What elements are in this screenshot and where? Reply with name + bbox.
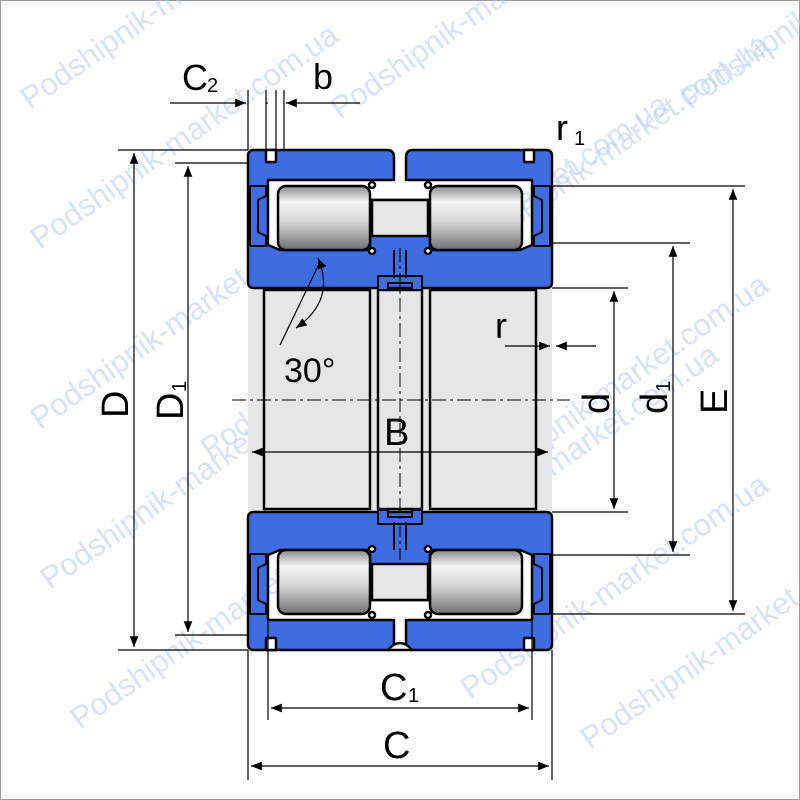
seal-top-right [533, 185, 551, 247]
watermark-text: Podshipnik-market.com.ua [324, 0, 645, 126]
label-r1-sub: 1 [574, 128, 585, 150]
label-d1: d [634, 393, 676, 414]
roller-top-left [276, 184, 372, 252]
seal-bottom-right [533, 553, 551, 615]
label-c2: C [182, 57, 208, 98]
roller-top-right [428, 184, 524, 252]
label-d1-sub: 1 [653, 381, 675, 392]
notch [522, 148, 536, 164]
label-r: r [495, 305, 507, 346]
dimension-labels: C 2 b r 1 D D 1 30° r B d d 1 E C 1 C [95, 56, 736, 767]
label-angle: 30° [284, 352, 335, 390]
notch [522, 636, 536, 652]
label-E: E [694, 389, 736, 414]
roller-spacer [370, 198, 430, 238]
label-b: b [313, 56, 333, 97]
label-D: D [95, 391, 137, 418]
label-D1: D [150, 393, 192, 420]
lube-groove [386, 641, 414, 652]
roller-spacer [370, 562, 430, 602]
label-D1-sub: 1 [169, 381, 191, 392]
notch [264, 148, 278, 164]
label-c2-sub: 2 [207, 75, 218, 97]
label-B: B [384, 412, 409, 454]
label-C: C [383, 725, 410, 767]
roller-bottom-left [276, 548, 372, 616]
label-C1-sub: 1 [408, 685, 419, 707]
seal-top-left [249, 185, 267, 247]
notch [264, 636, 278, 652]
outer-ring-top-right [404, 148, 554, 247]
label-r1: r [556, 107, 568, 148]
label-C1: C [380, 667, 407, 709]
seal-bottom-left [249, 553, 267, 615]
dimension-lines [118, 90, 745, 780]
outer-ring-top-left [246, 148, 396, 247]
roller-bottom-right [428, 548, 524, 616]
label-d: d [576, 393, 618, 414]
